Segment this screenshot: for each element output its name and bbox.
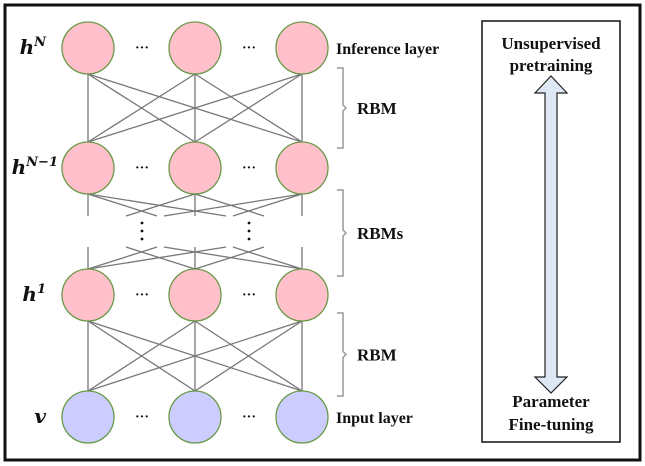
horizontal-ellipsis: ··· <box>242 410 256 425</box>
connection-edge <box>87 320 303 392</box>
vertical-ellipsis-dot <box>140 229 144 233</box>
horizontal-ellipsis: ··· <box>135 41 149 56</box>
horizontal-ellipsis: ··· <box>135 410 149 425</box>
neuron-node <box>61 21 115 75</box>
bracket-icon <box>337 312 348 397</box>
neuron-node <box>61 268 115 322</box>
connection-stub <box>163 246 303 270</box>
neuron-node <box>275 21 329 75</box>
side-top-line1: Unsupervised <box>501 34 601 53</box>
neuron-node <box>275 390 329 444</box>
connection-edge <box>87 73 196 143</box>
horizontal-ellipsis: ··· <box>135 161 149 176</box>
connection-stub <box>87 246 158 270</box>
side-panel: Unsupervised pretraining Parameter Fine-… <box>481 20 621 443</box>
vertical-ellipsis-dot <box>140 237 144 241</box>
neuron-node <box>168 21 222 75</box>
vertical-ellipsis-dot <box>247 237 251 241</box>
connection-stub <box>232 246 303 270</box>
vertical-ellipsis-dot <box>140 221 144 225</box>
layer-role-label: Input layer <box>336 410 413 427</box>
bracket-label: RBMs <box>357 224 404 243</box>
connection-stub <box>87 246 227 270</box>
bracket-icon <box>337 67 348 149</box>
connection-stub <box>163 193 303 217</box>
side-bottom-line2: Fine-tuning <box>508 415 594 434</box>
horizontal-ellipsis: ··· <box>242 161 256 176</box>
bracket-label: RBM <box>357 346 397 365</box>
connection-stub <box>125 246 196 270</box>
neuron-node <box>168 390 222 444</box>
horizontal-ellipsis: ··· <box>242 41 256 56</box>
bracket-label: RBM <box>357 99 397 118</box>
edges <box>87 73 303 392</box>
horizontal-ellipsis: ··· <box>135 288 149 303</box>
vertical-ellipsis-dot <box>247 229 251 233</box>
bidirectional-arrow-icon <box>533 75 569 394</box>
connection-edge <box>87 73 303 143</box>
side-top-line2: pretraining <box>510 56 593 75</box>
neuron-node <box>275 141 329 195</box>
connection-stub <box>87 193 227 217</box>
side-bottom-line1: Parameter <box>512 392 590 411</box>
connection-edge <box>87 320 196 392</box>
layer-symbol-v: v <box>34 404 46 428</box>
connection-stub <box>87 193 158 217</box>
connection-edge <box>194 73 303 143</box>
layer-role-label: Inference layer <box>336 41 439 58</box>
neuron-node <box>275 268 329 322</box>
connection-stub <box>232 193 303 217</box>
neuron-node <box>168 141 222 195</box>
nodes <box>61 21 329 444</box>
vertical-ellipsis-dot <box>247 221 251 225</box>
neuron-node <box>61 141 115 195</box>
layer-symbol-hN: hN <box>20 35 48 59</box>
neuron-node <box>61 390 115 444</box>
connection-edge <box>194 320 303 392</box>
bracket-icon <box>337 189 348 277</box>
neuron-node <box>168 268 222 322</box>
connection-stub <box>125 193 196 217</box>
horizontal-ellipsis: ··· <box>242 288 256 303</box>
